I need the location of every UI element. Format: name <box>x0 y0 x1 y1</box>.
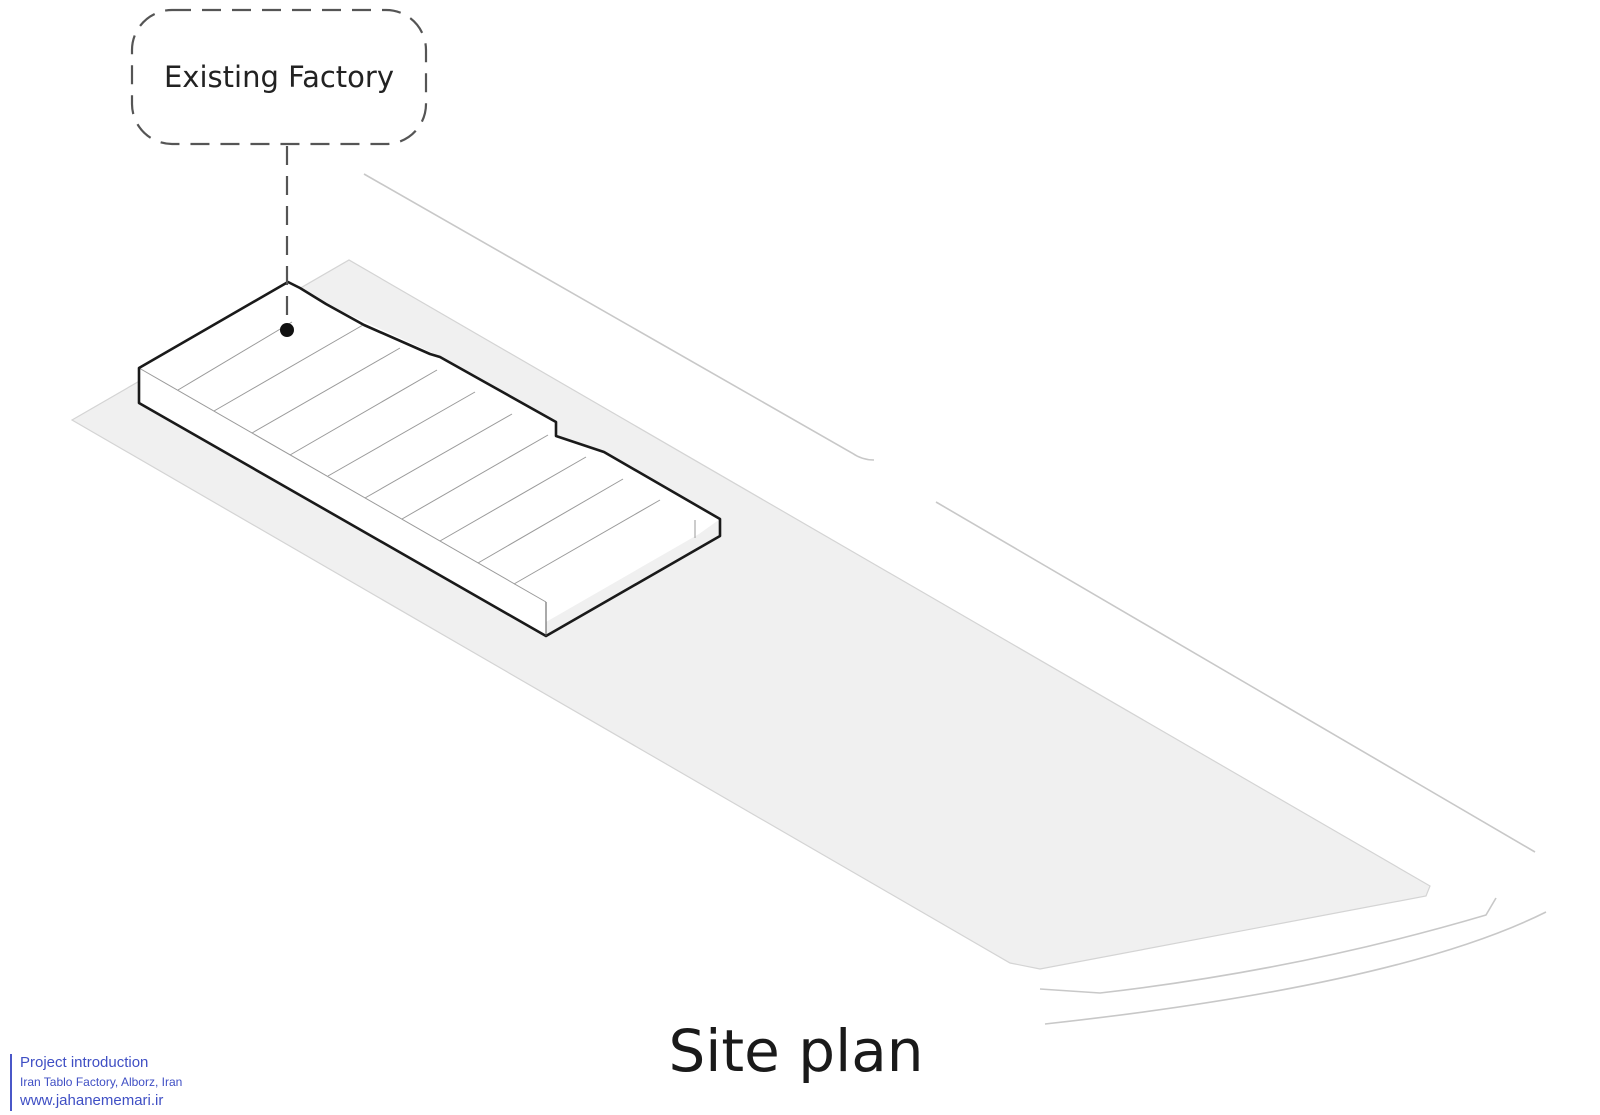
road-edge-east <box>935 501 1536 853</box>
road-curve-inner <box>1039 897 1497 994</box>
callout-bubble <box>130 8 428 146</box>
factory-outline <box>137 280 722 638</box>
factory-building <box>137 280 722 638</box>
page-title: Site plan <box>668 1017 923 1085</box>
callout-label: Existing Factory <box>164 60 394 94</box>
callout-dot <box>280 323 294 337</box>
callout: Existing Factory <box>130 8 428 337</box>
road-curve-outer <box>1044 911 1547 1025</box>
factory-roof-panels <box>138 321 696 603</box>
factory-front-face <box>139 368 546 636</box>
road-lines <box>363 173 1547 1025</box>
factory-roof <box>139 282 720 622</box>
credit-line-3: www.jahanememari.ir <box>20 1091 164 1109</box>
credit-line-2: Iran Tablo Factory, Alborz, Iran <box>20 1074 183 1089</box>
credit-block: Project introduction Iran Tablo Factory,… <box>10 1054 182 1111</box>
credit-line-1: Project introduction <box>20 1054 149 1071</box>
road-edge-north <box>363 173 875 461</box>
